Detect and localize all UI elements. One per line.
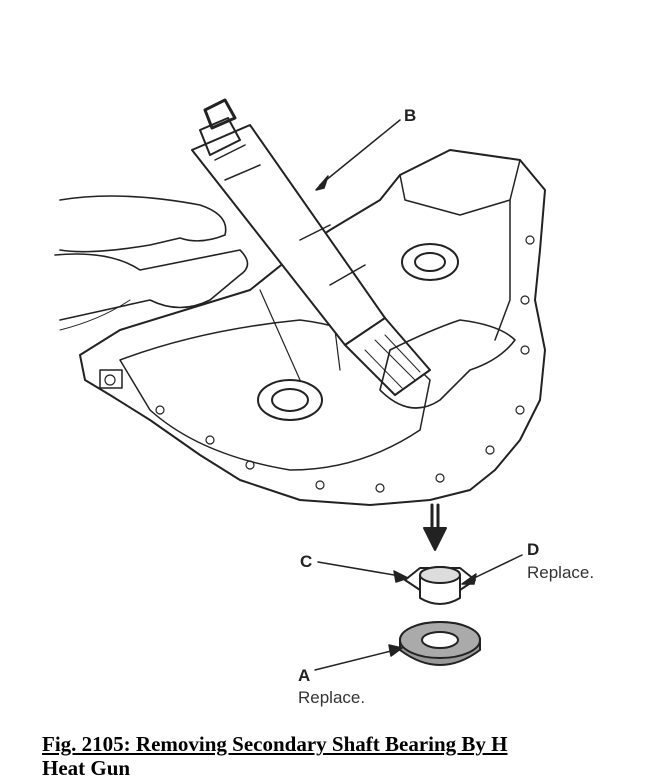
- hands: [54, 195, 516, 409]
- label-a-replace: Replace.: [298, 688, 366, 707]
- leader-lines: [314, 119, 523, 671]
- label-d: D: [527, 540, 540, 559]
- label-d-replace: Replace.: [527, 563, 595, 582]
- bearing-c-d: [404, 566, 476, 605]
- label-a: A: [298, 666, 311, 685]
- illustration-heat-gun-bearing-removal: [54, 98, 546, 671]
- label-c: C: [300, 552, 313, 571]
- transmission-case: [79, 149, 546, 506]
- label-b: B: [404, 106, 417, 125]
- figure-caption: Fig. 2105: Removing Secondary Shaft Bear…: [42, 732, 508, 756]
- oil-seal-a: [399, 621, 481, 666]
- arrow-down-icon: [423, 503, 447, 551]
- heat-gun: [191, 98, 431, 396]
- figure-caption-continued: Heat Gun: [42, 756, 131, 780]
